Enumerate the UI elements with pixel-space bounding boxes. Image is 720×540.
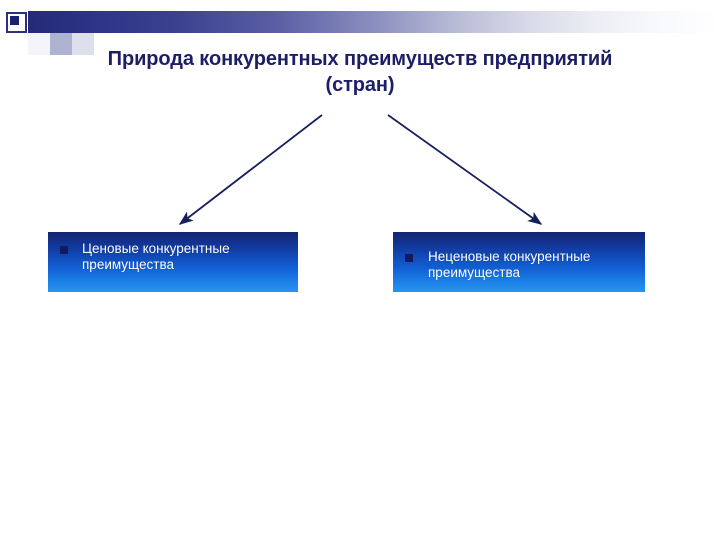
decor-square-pale-4: [50, 33, 72, 55]
page-title-line2: (стран): [325, 74, 395, 96]
square-fill-icon: [10, 16, 19, 25]
square-bullet-icon: [405, 254, 413, 262]
box-price-advantages[interactable]: Ценовые конкурентные преимущества: [48, 232, 298, 292]
page-title: Природа конкурентных преимуществ предпри…: [40, 46, 680, 98]
page-title-line1: Природа конкурентных преимуществ предпри…: [107, 48, 613, 70]
box-nonprice-advantages-label: Неценовые конкурентные преимущества: [428, 249, 591, 280]
arrow-to-price-advantages: [178, 114, 323, 225]
decor-gradient-band: [28, 11, 720, 33]
box-nonprice-advantages[interactable]: Неценовые конкурентные преимущества: [393, 232, 645, 292]
decor-square-pale-3: [28, 33, 50, 55]
arrow-to-nonprice-advantages: [387, 114, 543, 225]
decor-square-pale-5: [72, 33, 94, 55]
square-bullet-icon: [60, 246, 68, 254]
box-price-advantages-label: Ценовые конкурентные преимущества: [82, 241, 230, 272]
